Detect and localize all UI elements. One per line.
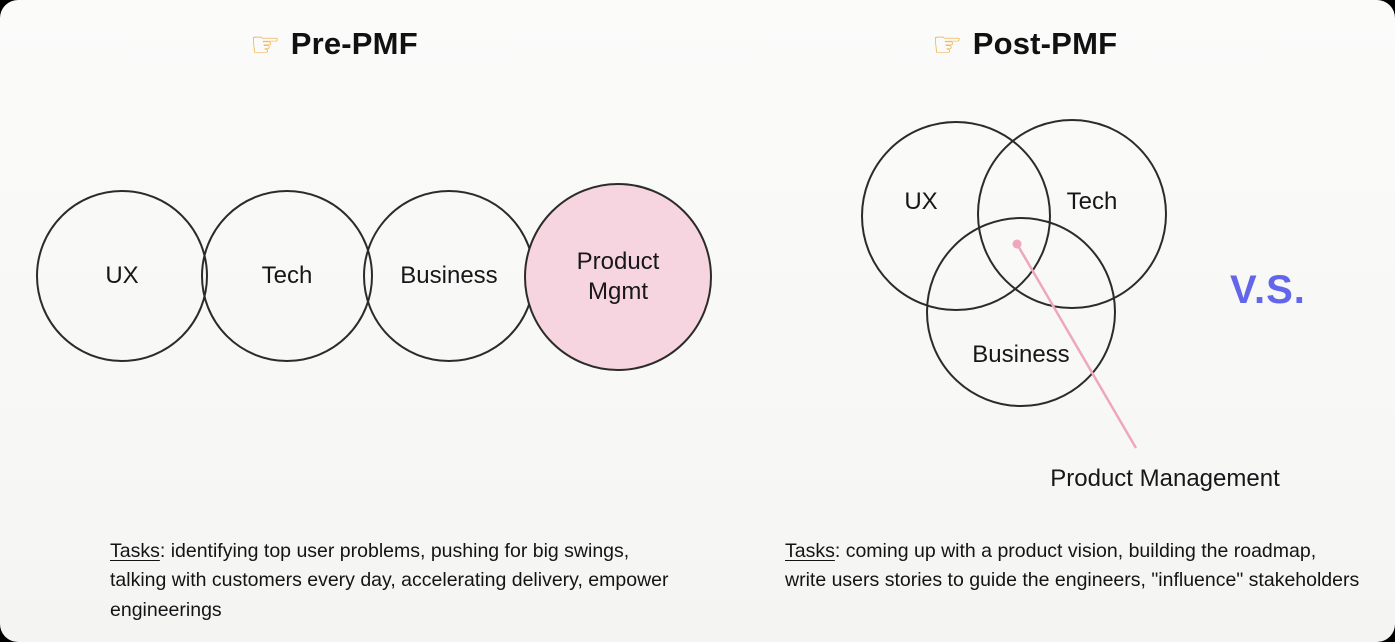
pointing-hand-icon: ☞ xyxy=(250,26,281,64)
post-pmf-tasks: Tasks: coming up with a product vision, … xyxy=(785,537,1360,596)
pre-pmf-circle-tech: Tech xyxy=(201,190,373,362)
venn-label-business: Business xyxy=(972,341,1070,368)
vs-label: V.S. xyxy=(1230,268,1306,312)
tasks-label: Tasks xyxy=(110,540,160,562)
pre-pmf-title-text: Pre-PMF xyxy=(290,26,418,61)
circle-label-ux: UX xyxy=(105,262,139,289)
pre-pmf-tasks: Tasks: identifying top user problems, pu… xyxy=(110,537,690,625)
circle-label-business: Business xyxy=(400,262,498,289)
tasks-text: : coming up with a product vision, build… xyxy=(785,540,1360,592)
pre-pmf-circle-ux: UX xyxy=(36,190,208,362)
circle-label-product-mgmt: Product Mgmt xyxy=(576,248,660,305)
tasks-label: Tasks xyxy=(785,540,835,562)
venn-label-ux: UX xyxy=(904,188,938,215)
post-pmf-title-text: Post-PMF xyxy=(972,26,1118,61)
pre-pmf-circle-product-mgmt: Product Mgmt xyxy=(524,183,712,371)
post-pmf-circle-business xyxy=(926,217,1116,407)
post-pmf-title: ☞ Post-PMF xyxy=(932,26,1117,62)
pre-pmf-title: ☞ Pre-PMF xyxy=(250,26,418,62)
pre-pmf-circle-business: Business xyxy=(363,190,535,362)
venn-label-tech: Tech xyxy=(1066,188,1118,215)
product-management-callout: Product Management xyxy=(1050,465,1280,492)
tasks-text: : identifying top user problems, pushing… xyxy=(110,540,669,621)
circle-label-tech: Tech xyxy=(261,262,313,289)
pointing-hand-icon: ☞ xyxy=(932,26,963,64)
